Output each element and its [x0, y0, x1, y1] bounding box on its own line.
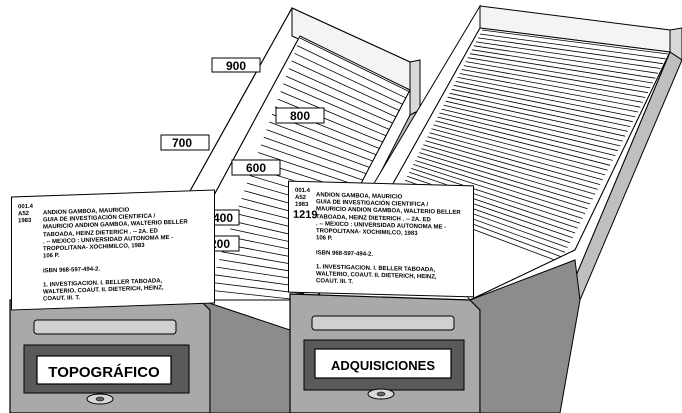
card-edge-line [433, 124, 608, 171]
svg-text:400: 400 [213, 211, 233, 225]
right-drawer-pull-handle [311, 315, 455, 331]
card-edge-line [210, 282, 304, 295]
right-card-entry-text: ANDION GAMBOA, MAURICIO GUIA DE INVESTIG… [316, 192, 461, 286]
card-edge-line [449, 92, 628, 132]
card-edge-line [417, 156, 588, 210]
card-edge-line [437, 116, 613, 161]
card-edge-line [461, 69, 643, 103]
card-edge-line [285, 75, 394, 124]
card-edge-line [288, 68, 397, 118]
card-edge-line [207, 289, 301, 301]
right-label-holder [314, 348, 452, 379]
card-edge-line [465, 61, 648, 94]
guide-tab-700: 700 [160, 134, 210, 151]
card-edge-line [435, 120, 611, 166]
left-card-entry-text: ANDION GAMBOA, MAURICIO GUIA DE INVESTIG… [43, 207, 188, 303]
card-edge-line [415, 160, 586, 214]
left-label-holder [36, 355, 172, 385]
right-drawer-label: ADQUISICIONES [331, 358, 435, 373]
right-card-call-number: 001.4 A52 1983 [295, 187, 311, 209]
left-drawer-pull-handle [33, 319, 177, 335]
card-edge-line [439, 112, 616, 156]
card-edge-line [294, 52, 404, 105]
card-edge-line [423, 144, 596, 195]
left-catalog-card: 001.4 A52 1983 ANDION GAMBOA, MAURICIO G… [11, 189, 215, 311]
right-drawer-card-edges [394, 29, 669, 263]
card-edge-line [453, 84, 633, 123]
card-edge-line [459, 73, 641, 108]
left-card-call-number: 001.4 A52 1983 [18, 203, 34, 225]
card-edge-line [463, 65, 646, 98]
card-edge-line [447, 96, 626, 137]
card-edge-line [266, 129, 371, 168]
card-edge-line [443, 104, 621, 147]
card-edge-line [441, 108, 618, 152]
card-edge-line [269, 121, 374, 162]
card-edge-line [475, 41, 661, 69]
card-edge-line [260, 144, 364, 181]
card-edge-line [481, 29, 669, 55]
right-drawer-front: ADQUISICIONES [289, 259, 581, 413]
card-edge-line [445, 100, 623, 142]
svg-text:900: 900 [226, 59, 246, 73]
card-edge-line [291, 60, 401, 112]
card-edge-line [451, 88, 631, 127]
card-edge-line [277, 98, 384, 143]
card-edge-line [469, 53, 653, 84]
card-edge-line [280, 91, 387, 137]
card-edge-line [425, 140, 598, 190]
card-edge-line [258, 152, 361, 187]
card-edge-line [297, 45, 407, 99]
guide-tab-600: 600 [231, 159, 281, 176]
card-edge-line [411, 168, 581, 224]
card-edge-line [467, 57, 651, 89]
card-edge-line [477, 37, 664, 65]
card-edge-line [479, 33, 666, 60]
guide-tab-800: 800 [275, 107, 325, 124]
card-edge-line [263, 136, 367, 175]
left-drawer-front: TOPOGRÁFICO [9, 299, 291, 413]
card-edge-line [429, 132, 603, 181]
right-card-accession-number: 1219 [293, 208, 318, 222]
svg-text:700: 700 [172, 136, 192, 150]
left-drawer-label: TOPOGRÁFICO [48, 364, 160, 381]
card-edge-line [419, 152, 591, 205]
card-edge-line [421, 148, 593, 200]
svg-text:200: 200 [210, 237, 230, 251]
card-edge-line [283, 83, 391, 131]
card-edge-line [409, 171, 578, 229]
svg-text:600: 600 [246, 161, 266, 175]
card-edge-line [471, 49, 656, 79]
card-edge-line [431, 128, 606, 176]
card-edge-line [473, 45, 659, 74]
guide-tab-900: 900 [211, 57, 261, 73]
card-edge-line [457, 77, 638, 113]
right-catalog-card: 001.4 A52 1983 1219 ANDION GAMBOA, MAURI… [288, 180, 474, 298]
card-edge-line [299, 37, 411, 93]
svg-text:800: 800 [290, 109, 310, 123]
card-edge-line [413, 164, 583, 219]
card-edge-line [455, 81, 636, 118]
card-edge-line [427, 136, 601, 185]
